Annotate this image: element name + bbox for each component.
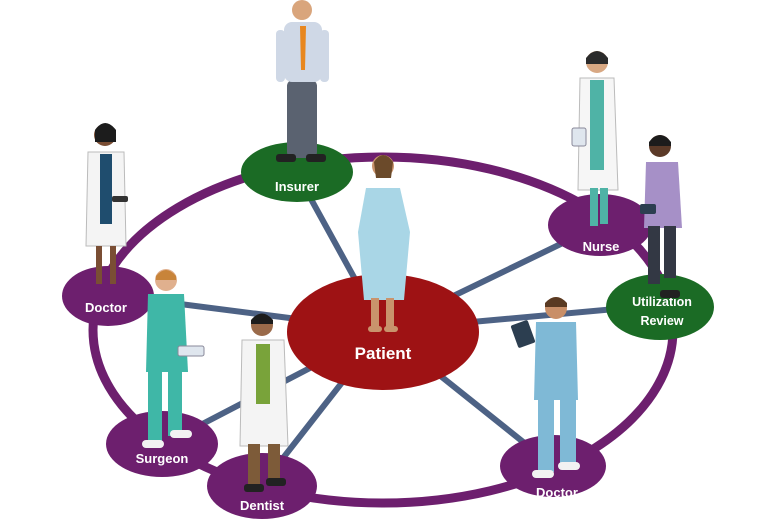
patient-node-shape	[287, 274, 479, 390]
patient-person-figure	[358, 155, 410, 332]
node-doctor-left: Doctor	[62, 266, 154, 326]
insurer-person-figure	[276, 0, 329, 162]
utilization-review-label-line1: Utilization	[632, 295, 692, 309]
dentist-label: Dentist	[240, 498, 285, 513]
node-patient: Patient	[287, 274, 479, 390]
nurse-label: Nurse	[583, 239, 620, 254]
doctor-right-label: Doctor	[536, 485, 578, 500]
nurse-person-figure	[571, 51, 619, 226]
node-nurse: Nurse	[548, 194, 652, 256]
nurse-node-shape	[548, 194, 652, 256]
utilization-review-node-shape	[606, 274, 714, 340]
insurer-label: Insurer	[275, 179, 319, 194]
reviewer-person-figure	[640, 135, 682, 298]
doctor-right-person-figure	[511, 297, 580, 478]
node-utilization-review: Utilization Review	[606, 274, 714, 340]
dentist-person-figure	[239, 313, 289, 492]
patient-label: Patient	[355, 344, 412, 363]
surgeon-label: Surgeon	[136, 451, 189, 466]
doctor-left-label: Doctor	[85, 300, 127, 315]
doctor-left-person-figure	[85, 123, 128, 284]
doctor-left-node-shape	[62, 266, 154, 326]
surgeon-person-figure	[142, 269, 205, 448]
utilization-review-label-line2: Review	[640, 314, 683, 328]
